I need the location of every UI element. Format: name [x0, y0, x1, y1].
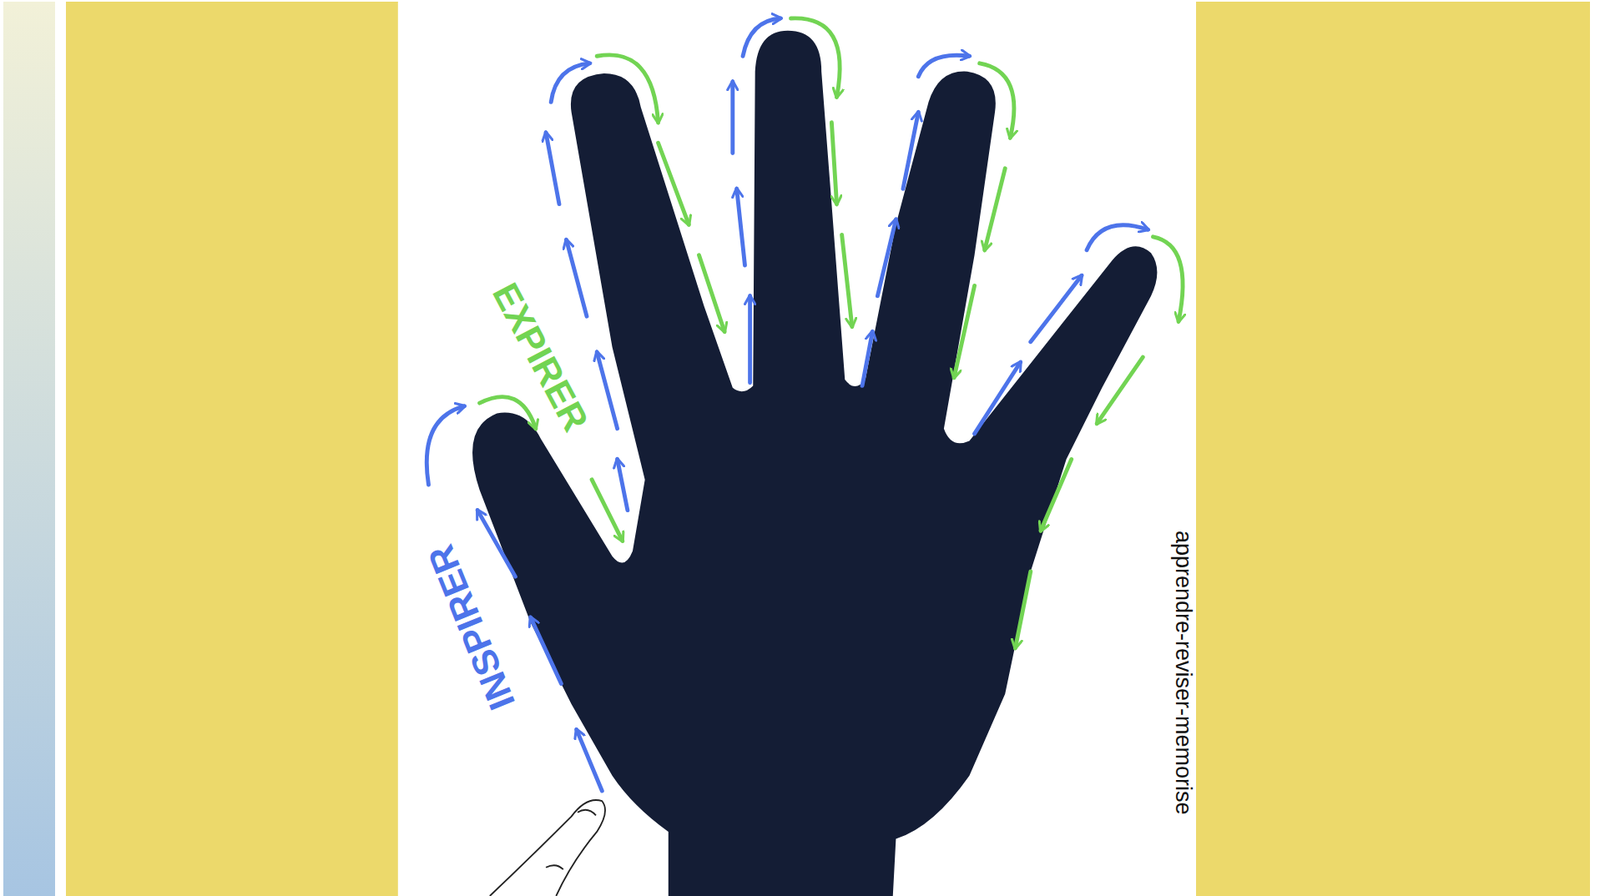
exhale-arrows — [479, 18, 1183, 649]
hand-silhouette — [472, 30, 1157, 896]
gradient-strip — [3, 1, 56, 896]
inhale-arrows — [426, 18, 1148, 792]
yellow-panel — [65, 1, 399, 896]
watermark: apprendre-reviser-memorise — [1171, 530, 1195, 816]
pointing-finger-sketch — [489, 800, 606, 896]
yellow-panel — [1196, 1, 1590, 896]
